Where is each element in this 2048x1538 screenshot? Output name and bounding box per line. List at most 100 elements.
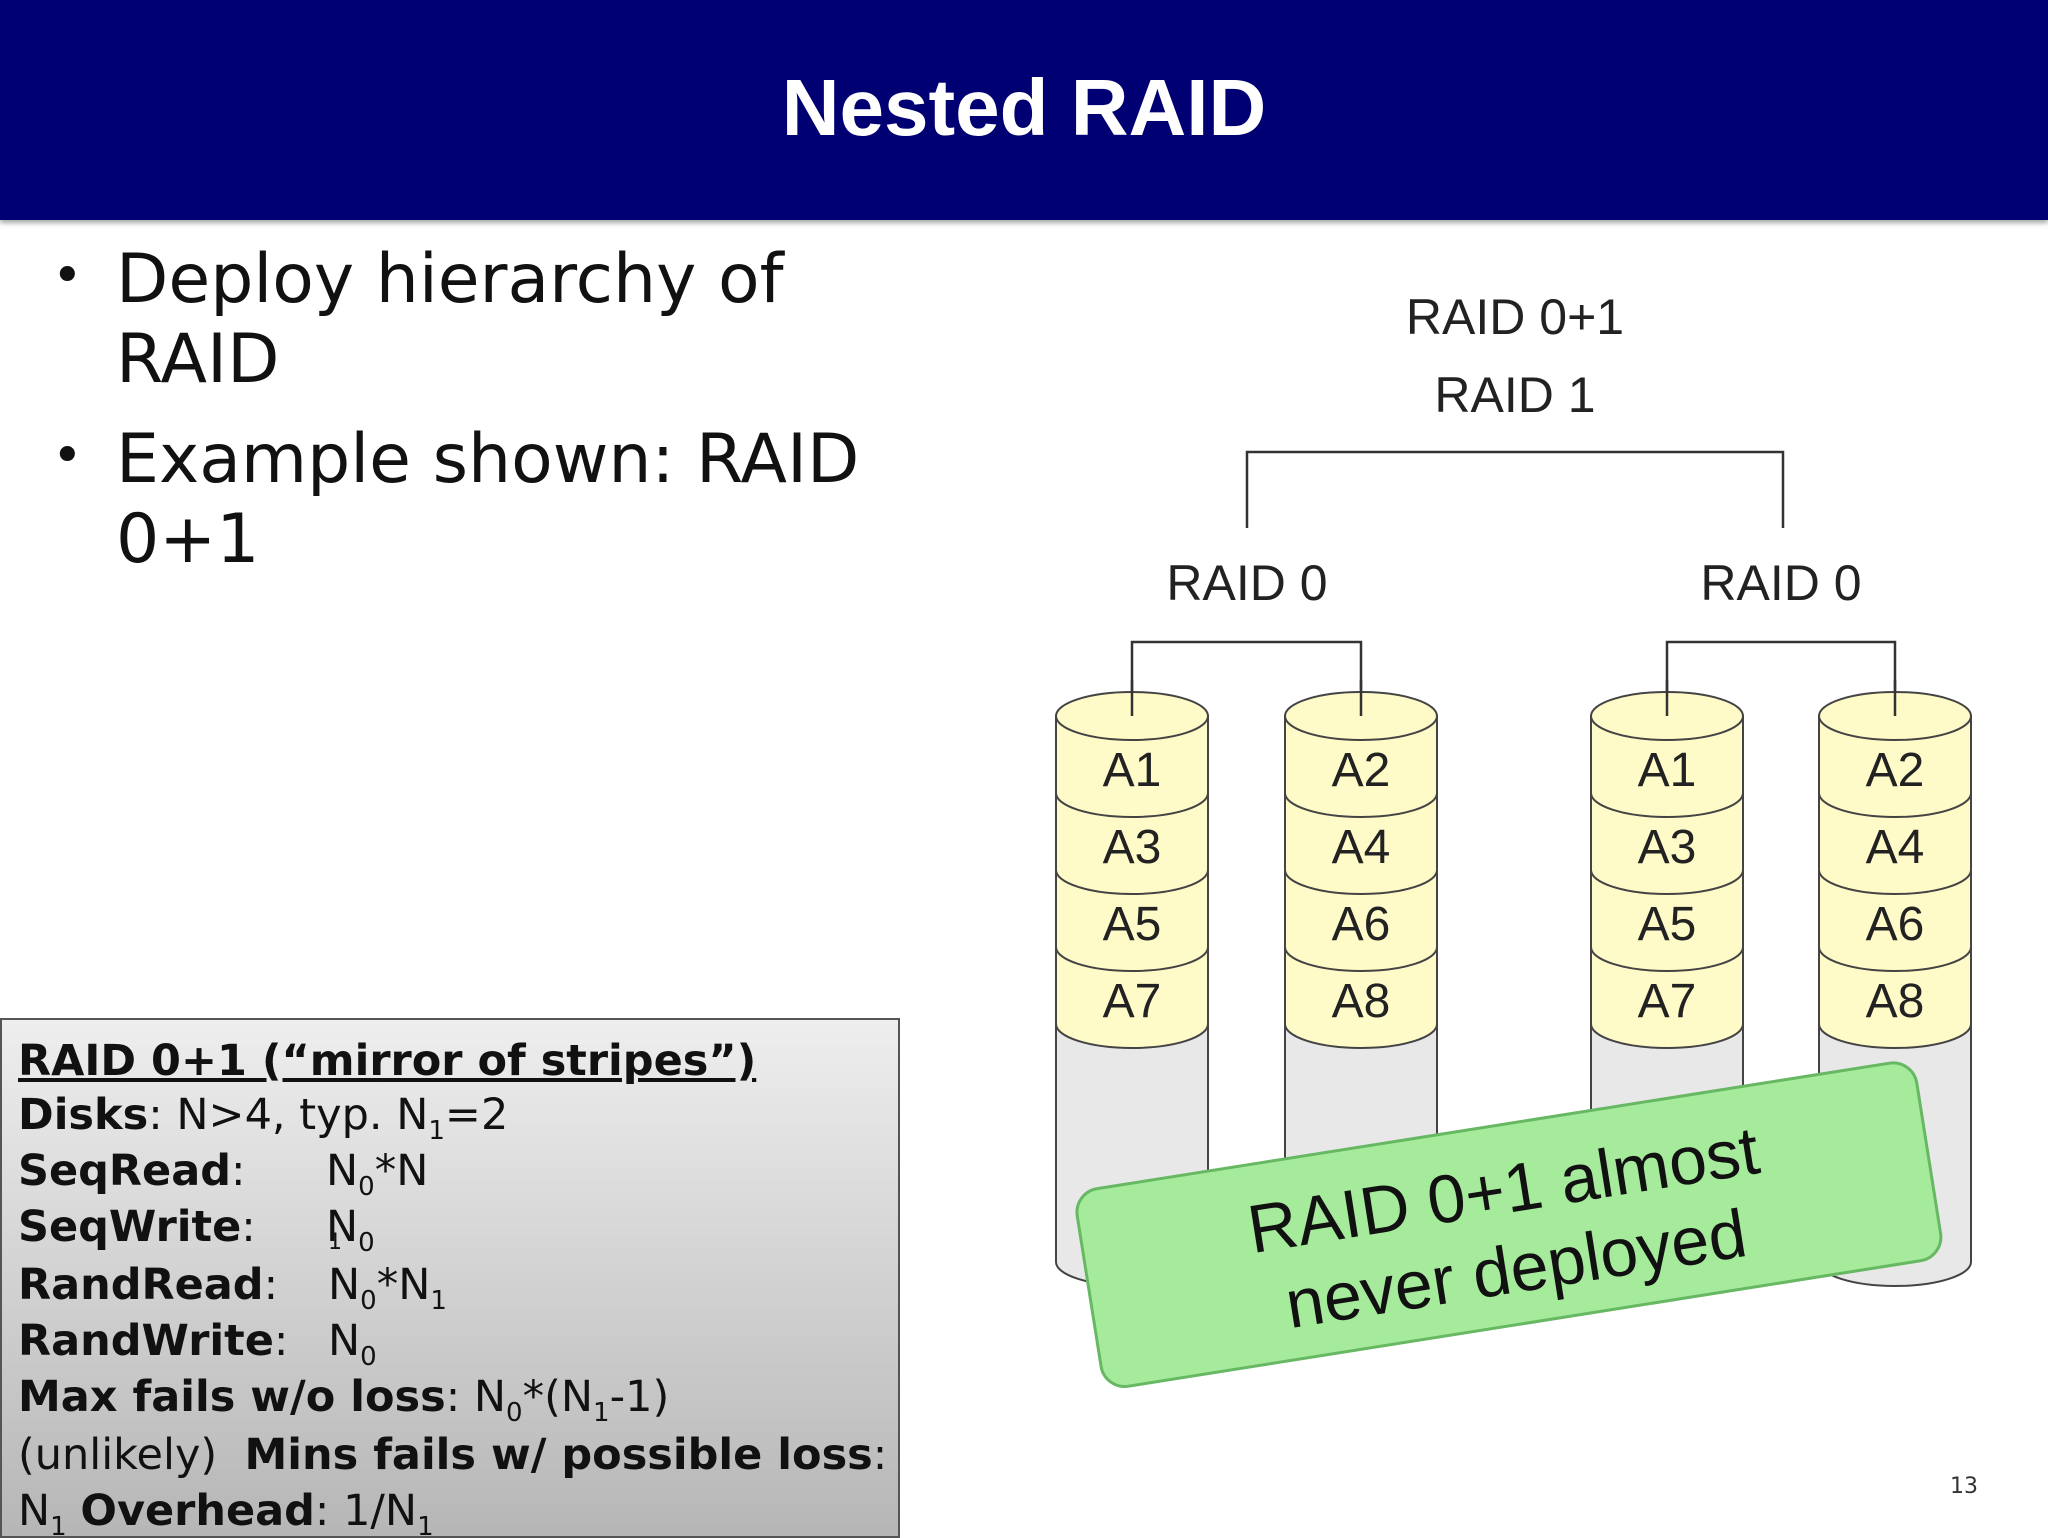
block-separator — [1818, 946, 1972, 972]
slide-header: Nested RAID — [0, 0, 2048, 220]
block-label: A1 — [1638, 744, 1697, 797]
raid-info-box: RAID 0+1 (“mirror of stripes”) Disks: N>… — [0, 1018, 900, 1538]
info-disks-label: Disks — [18, 1090, 149, 1140]
info-seqread-label: SeqRead — [18, 1146, 231, 1196]
slide-number: 13 — [1950, 1474, 1978, 1499]
block-separator — [1284, 869, 1438, 895]
slide-title: Nested RAID — [781, 63, 1267, 152]
info-disks-text: =2 — [444, 1090, 509, 1140]
block-label: A6 — [1866, 898, 1925, 951]
info-seqread-row: SeqRead: — [18, 1146, 245, 1196]
block-separator — [1590, 946, 1744, 972]
info-minfails-label: Mins fails w/ possible loss — [244, 1430, 873, 1480]
info-subscript: 0 — [506, 1398, 523, 1428]
info-overhead-label: Overhead — [80, 1486, 315, 1536]
callout-background — [1075, 1061, 1943, 1388]
info-randread-label: RandRead — [18, 1260, 264, 1310]
block-separator — [1818, 792, 1972, 818]
block-separator — [1055, 792, 1209, 818]
disk-data-region — [1818, 715, 1972, 1049]
block-label: A4 — [1332, 821, 1391, 874]
info-value-text: N — [328, 1316, 361, 1366]
bullet-list: • Deploy hierarchy of RAID • Example sho… — [48, 240, 948, 600]
info-seqwrite-row: SeqWrite: — [18, 1202, 256, 1252]
info-subscript: 0 — [360, 1342, 377, 1372]
raid0-label-left: RAID 0 — [1166, 555, 1327, 611]
info-randwrite-row: RandWrite: — [18, 1316, 288, 1366]
block-label: A3 — [1103, 821, 1162, 874]
diagram-top-label: RAID 0+1 — [1406, 289, 1624, 345]
info-subscript: 0 — [358, 1172, 375, 1202]
info-subscript: 1 — [428, 1116, 445, 1146]
info-randread-value: N0*N1 — [328, 1260, 447, 1314]
block-label: A8 — [1332, 975, 1391, 1028]
info-value-text: *(N — [522, 1372, 594, 1422]
block-separator — [1055, 869, 1209, 895]
info-value-text: : 1/N — [314, 1486, 418, 1536]
block-label: A2 — [1332, 744, 1391, 797]
bullet-dot-icon: • — [52, 246, 83, 306]
block-separator — [1284, 946, 1438, 972]
block-label: A2 — [1866, 744, 1925, 797]
info-disks-text: : N>4, typ. N — [148, 1090, 429, 1140]
info-disks-row: Disks: N>4, typ. N1=2 — [18, 1090, 509, 1144]
info-subscript: 0 — [358, 1228, 375, 1258]
disk-data-region — [1590, 715, 1744, 1049]
info-colon: : — [273, 1316, 289, 1366]
diagram-raid1-label: RAID 1 — [1434, 367, 1595, 423]
block-label: A7 — [1103, 975, 1162, 1028]
block-label: A5 — [1638, 898, 1697, 951]
raid0-label-right: RAID 0 — [1700, 555, 1861, 611]
block-separator — [1590, 869, 1744, 895]
bullet-item: • Deploy hierarchy of RAID — [48, 240, 948, 400]
block-separator — [1590, 792, 1744, 818]
disk-data-region — [1055, 715, 1209, 1049]
raid1-bracket — [1245, 450, 1785, 528]
info-colon: : — [230, 1146, 246, 1196]
info-overhead-row: N1 Overhead: 1/N1 — [18, 1486, 434, 1536]
info-subscript: 0 — [360, 1286, 377, 1316]
block-label: A4 — [1866, 821, 1925, 874]
info-colon: : — [872, 1430, 888, 1480]
info-value-text: N — [18, 1486, 51, 1536]
info-subscript: 1 — [430, 1286, 447, 1316]
block-label: A5 — [1103, 898, 1162, 951]
bullet-item: • Example shown: RAID 0+1 — [48, 420, 948, 580]
bullet-text: Deploy hierarchy of RAID — [116, 240, 784, 399]
info-heading: RAID 0+1 (“mirror of stripes”) — [18, 1036, 757, 1086]
bullet-text: Example shown: RAID — [116, 420, 860, 499]
info-value-text: -1) — [609, 1372, 670, 1422]
info-subscript: 1 — [50, 1512, 67, 1538]
bullet-text-continuation: 0+1 — [116, 500, 260, 579]
info-seqwrite-stray-digit: 1 — [328, 1230, 342, 1255]
disk-data-region — [1284, 715, 1438, 1049]
block-label: A7 — [1638, 975, 1697, 1028]
info-value-text: *N — [374, 1146, 429, 1196]
info-subscript: 1 — [417, 1512, 434, 1538]
block-separator — [1818, 869, 1972, 895]
info-minfails-row: (unlikely) Mins fails w/ possible loss: — [18, 1430, 887, 1480]
info-colon: : — [241, 1202, 256, 1252]
info-seqwrite-label: SeqWrite — [18, 1202, 242, 1252]
info-value-text: N — [328, 1260, 361, 1310]
block-separator — [1284, 792, 1438, 818]
info-subscript: 1 — [593, 1398, 610, 1428]
info-maxfails-label: Max fails w/o loss — [18, 1372, 446, 1422]
bullet-dot-icon: • — [52, 426, 83, 486]
bracket-ticks — [1130, 680, 1897, 716]
info-value-text: *N — [376, 1260, 431, 1310]
raid0-bracket-left — [1130, 640, 1363, 716]
block-label: A6 — [1332, 898, 1391, 951]
info-randread-row: RandRead: — [18, 1260, 278, 1310]
info-value-text: N — [326, 1146, 359, 1196]
raid0-bracket-right — [1665, 640, 1897, 716]
block-separator — [1055, 946, 1209, 972]
block-label: A3 — [1638, 821, 1697, 874]
block-label: A8 — [1866, 975, 1925, 1028]
info-seqwrite-value: N0 — [326, 1202, 375, 1256]
info-colon: : — [263, 1260, 279, 1310]
info-randwrite-value: N0 — [328, 1316, 377, 1370]
info-seqread-value: N0*N — [326, 1146, 429, 1200]
